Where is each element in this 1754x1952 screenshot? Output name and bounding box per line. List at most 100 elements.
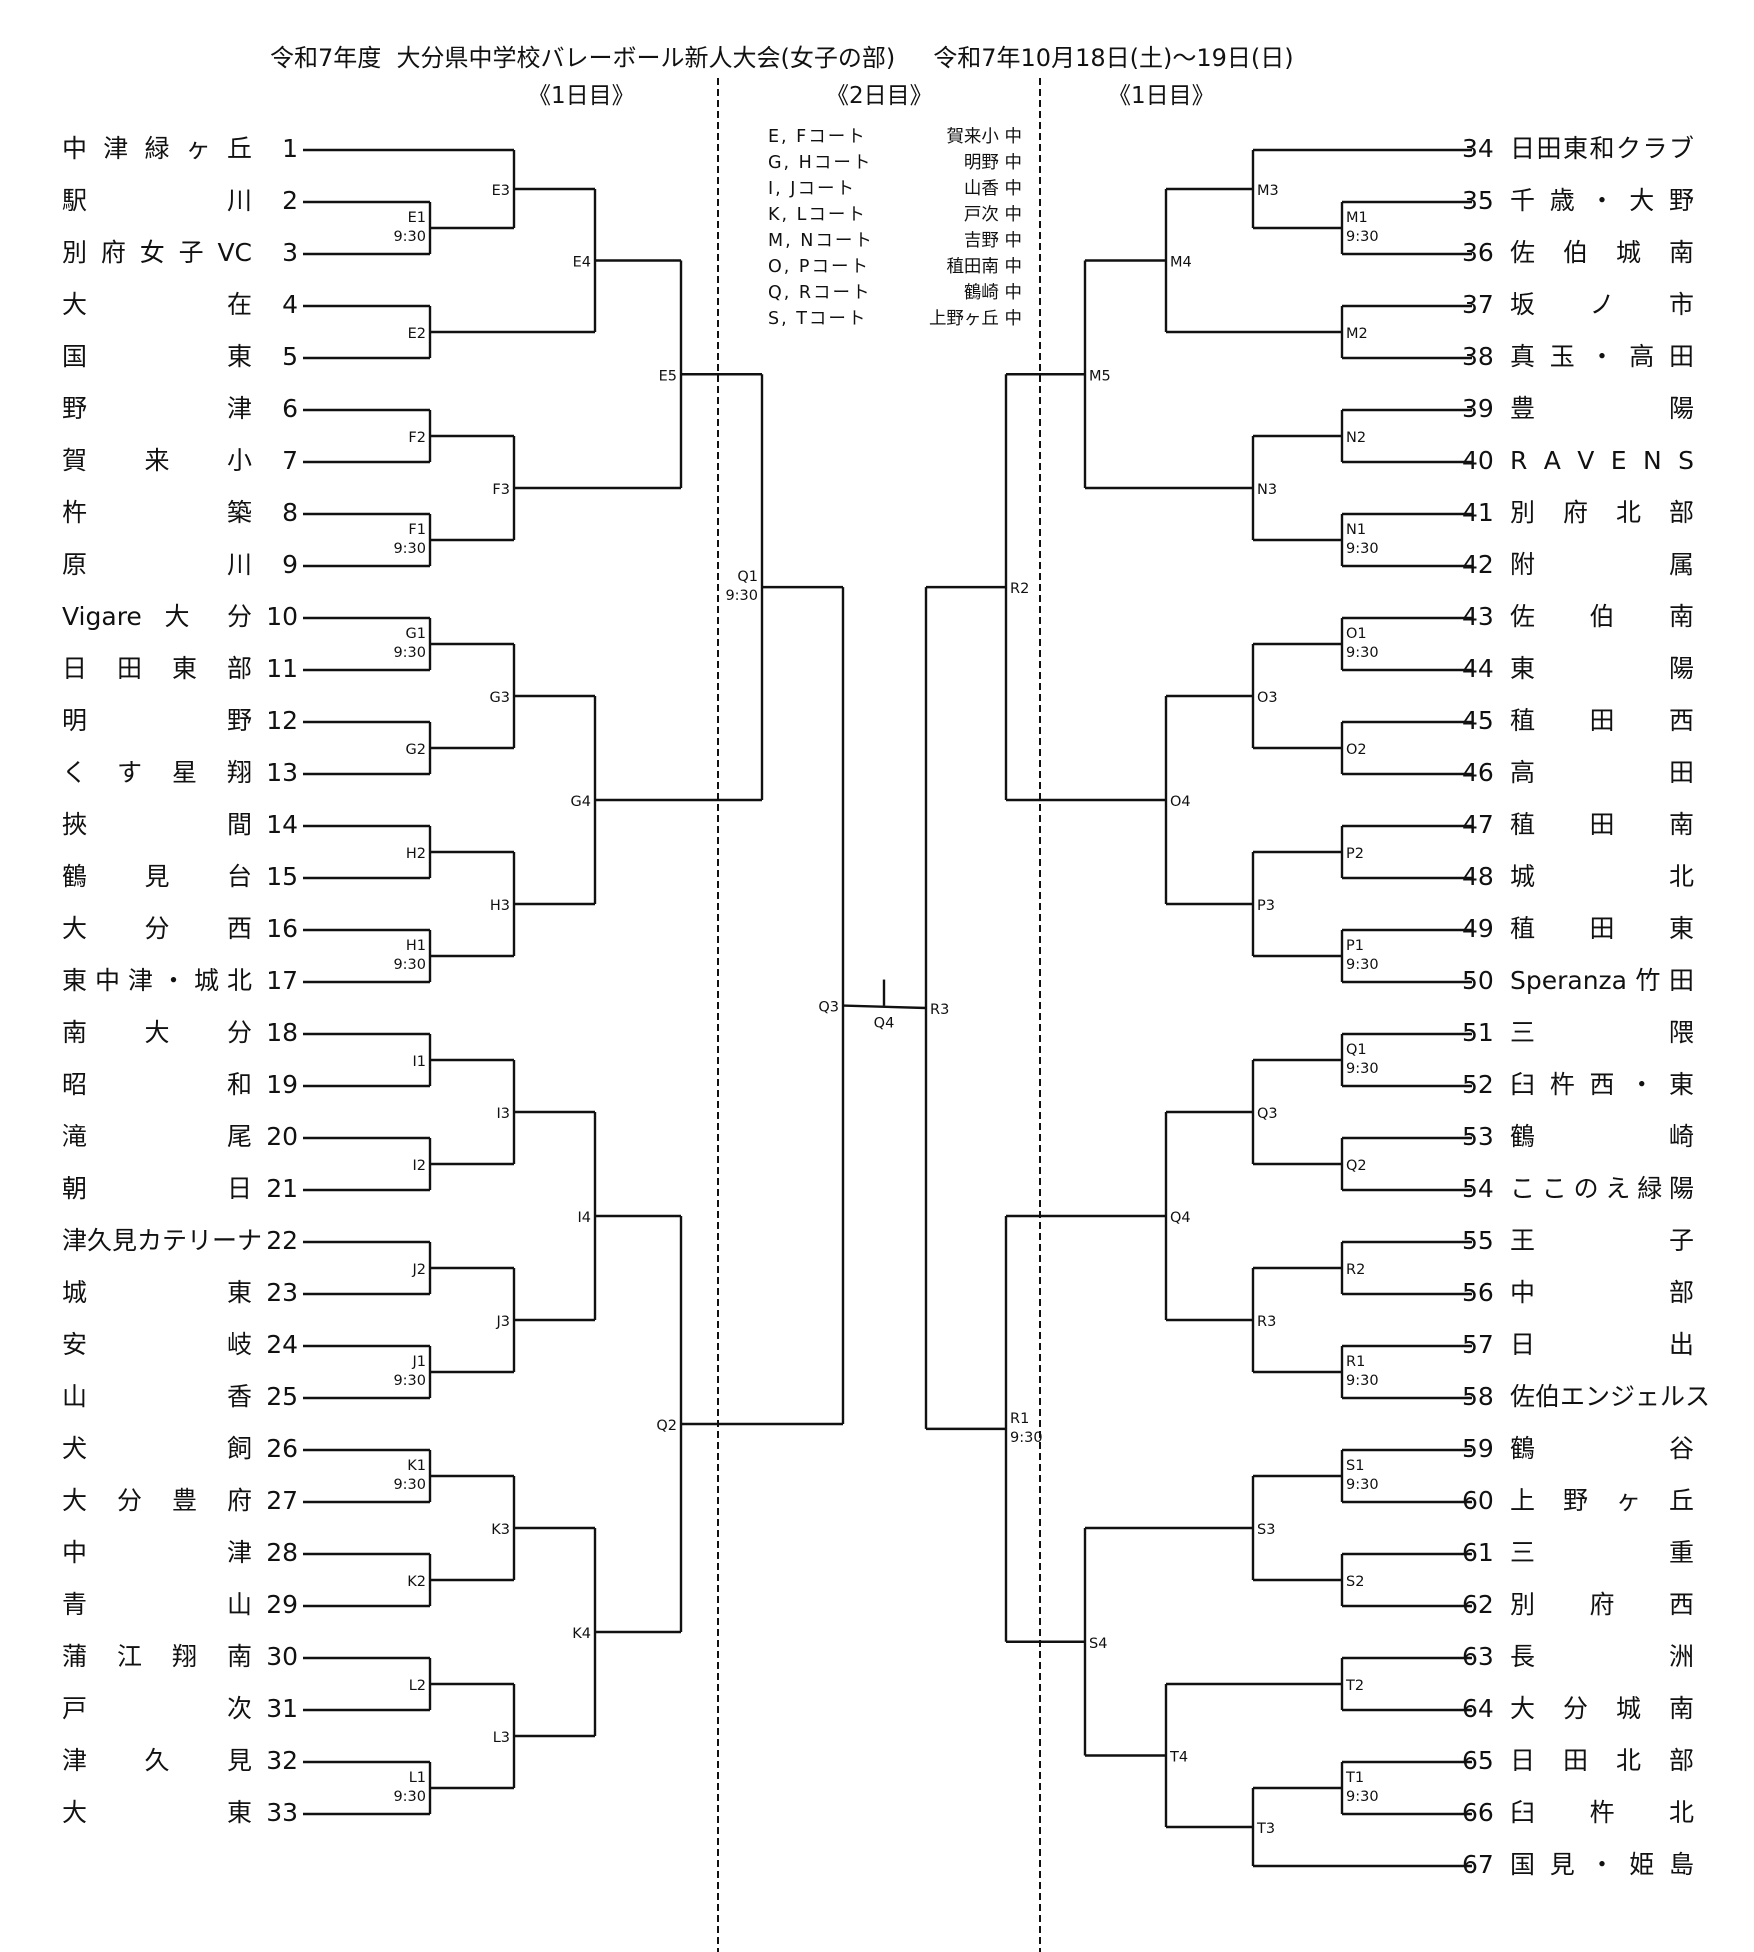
team-name: 中 津 xyxy=(62,1538,252,1567)
match-time-label: 9:30 xyxy=(1010,1430,1043,1446)
team-name: 日田東和クラブ xyxy=(1510,134,1694,163)
team-number: 57 xyxy=(1462,1330,1494,1359)
venue-name: 鶴崎 中 xyxy=(963,283,1022,303)
team-name: 大 分 城 南 xyxy=(1510,1694,1694,1723)
match-id-label: K1 xyxy=(407,1458,426,1474)
match-id-label: T2 xyxy=(1345,1678,1364,1694)
team-name: 真 玉 ・ 高 田 xyxy=(1510,342,1694,371)
day-label-left: 《1日目》 xyxy=(528,83,635,109)
court-name: S, Tコート xyxy=(768,309,868,329)
court-row: I, Jコート山香 中 xyxy=(768,176,1022,202)
match-time-label: 9:30 xyxy=(725,588,758,604)
team-number: 34 xyxy=(1462,134,1494,163)
venue-name: 稙田南 中 xyxy=(946,257,1022,277)
team-number: 35 xyxy=(1462,186,1494,215)
team-name: 大 在 xyxy=(62,290,252,319)
team-name: 賀 来 小 xyxy=(62,446,252,475)
team-name: 青 山 xyxy=(62,1590,252,1619)
match-id-label: H3 xyxy=(490,898,510,914)
match-id-label: E2 xyxy=(408,326,426,342)
match-time-label: 9:30 xyxy=(393,1789,426,1805)
match-time-label: 9:30 xyxy=(1346,229,1379,245)
team-number: 36 xyxy=(1462,238,1494,267)
court-name: G, Hコート xyxy=(768,153,873,173)
match-id-label: T1 xyxy=(1345,1770,1364,1786)
match-id-label: R1 xyxy=(1346,1354,1365,1370)
team-number: 25 xyxy=(266,1382,298,1411)
match-time-label: 9:30 xyxy=(1346,957,1379,973)
court-row: Q, Rコート鶴崎 中 xyxy=(768,280,1022,306)
team-name: R A V E N S xyxy=(1510,446,1694,475)
team-number: 29 xyxy=(266,1590,298,1619)
team-name: 昭 和 xyxy=(62,1070,252,1099)
team-name: 大 東 xyxy=(62,1798,252,1827)
team-name: 日 出 xyxy=(1510,1330,1694,1359)
match-id-label: M2 xyxy=(1346,326,1368,342)
team-number: 41 xyxy=(1462,498,1494,527)
team-name: 日 田 東 部 xyxy=(62,654,252,683)
team-number: 18 xyxy=(266,1018,298,1047)
court-name: O, Pコート xyxy=(768,257,870,277)
team-number: 49 xyxy=(1462,914,1494,943)
page-title: 令和7年度 大分県中学校バレーボール新人大会(女子の部)令和7年10月18日(土… xyxy=(270,38,1294,73)
team-number: 14 xyxy=(266,810,298,839)
match-time-label: 9:30 xyxy=(1346,1373,1379,1389)
match-id-label: O3 xyxy=(1257,690,1278,706)
team-number: 28 xyxy=(266,1538,298,1567)
match-time-label: 9:30 xyxy=(393,229,426,245)
match-id-label: E3 xyxy=(492,183,510,199)
team-number: 52 xyxy=(1462,1070,1494,1099)
team-name: 南 大 分 xyxy=(62,1018,252,1047)
team-number: 8 xyxy=(282,498,298,527)
team-name: 蒲 江 翔 南 xyxy=(62,1642,252,1671)
team-name: 上 野 ヶ 丘 xyxy=(1510,1486,1694,1515)
team-number: 37 xyxy=(1462,290,1494,319)
match-id-label: Q1 xyxy=(1346,1042,1367,1058)
team-name: 大 分 豊 府 xyxy=(62,1486,252,1515)
team-name: 日 田 北 部 xyxy=(1510,1746,1694,1775)
team-name: 国 見 ・ 姫 島 xyxy=(1510,1850,1694,1879)
match-id-label: Q3 xyxy=(1257,1106,1278,1122)
match-id-label: K2 xyxy=(407,1574,426,1590)
team-name: 犬 飼 xyxy=(62,1434,252,1463)
team-name: 坂 ノ 市 xyxy=(1510,290,1694,319)
team-number: 10 xyxy=(266,602,298,631)
team-name: 東 陽 xyxy=(1510,654,1694,683)
match-id-label: S4 xyxy=(1089,1636,1107,1652)
match-id-label: M5 xyxy=(1089,368,1111,384)
team-name: く す 星 翔 xyxy=(62,758,252,787)
team-number: 51 xyxy=(1462,1018,1494,1047)
match-id-label: J3 xyxy=(495,1314,510,1330)
team-number: 46 xyxy=(1462,758,1494,787)
team-name: 野 津 xyxy=(62,394,252,423)
team-number: 20 xyxy=(266,1122,298,1151)
match-id-label: I3 xyxy=(496,1106,510,1122)
match-id-label: N1 xyxy=(1346,522,1366,538)
team-name: 駅 川 xyxy=(62,186,252,215)
team-number: 11 xyxy=(266,654,298,683)
court-name: E, Fコート xyxy=(768,127,867,147)
team-number: 6 xyxy=(282,394,298,423)
court-name: M, Nコート xyxy=(768,231,874,251)
team-number: 32 xyxy=(266,1746,298,1775)
team-number: 19 xyxy=(266,1070,298,1099)
match-id-label: P1 xyxy=(1346,938,1364,954)
team-name: ここのえ緑陽 xyxy=(1510,1174,1694,1203)
court-row: M, Nコート吉野 中 xyxy=(768,228,1022,254)
court-name: K, Lコート xyxy=(768,205,867,225)
team-number: 23 xyxy=(266,1278,298,1307)
team-number: 17 xyxy=(266,966,298,995)
team-name: 戸 次 xyxy=(62,1694,252,1723)
team-number: 66 xyxy=(1462,1798,1494,1827)
team-number: 39 xyxy=(1462,394,1494,423)
match-id-label: M1 xyxy=(1346,210,1368,226)
court-row: S, Tコート上野ヶ丘 中 xyxy=(768,306,1022,332)
match-id-label: M3 xyxy=(1257,183,1279,199)
team-number: 22 xyxy=(266,1226,298,1255)
team-name: 佐 伯 城 南 xyxy=(1510,238,1694,267)
court-row: K, Lコート戸次 中 xyxy=(768,202,1022,228)
team-number: 26 xyxy=(266,1434,298,1463)
match-time-label: 9:30 xyxy=(393,957,426,973)
match-time-label: 9:30 xyxy=(1346,541,1379,557)
